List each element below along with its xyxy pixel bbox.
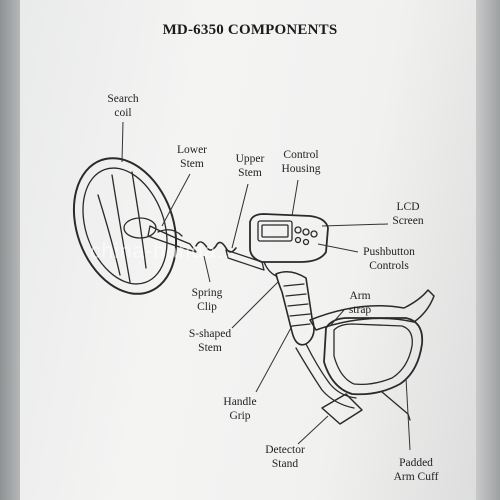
control-housing [249, 213, 329, 263]
leader-control-housing [291, 179, 299, 217]
leader-arm-strap [329, 309, 345, 327]
leader-spring-clip [203, 255, 211, 283]
label-spring-clip: Spring Clip [191, 287, 223, 313]
label-lower-stem: Lower Stem [176, 144, 207, 170]
leader-lcd-screen [321, 223, 389, 227]
arm-cuff [323, 317, 424, 396]
leader-upper-stem [231, 183, 249, 249]
search-coil-outer [72, 157, 178, 295]
leader-search-coil [121, 121, 124, 163]
lcd-screen [257, 220, 293, 242]
label-handle-grip: Handle Grip [223, 396, 257, 422]
label-padded-arm-cuff: Padded Arm Cuff [393, 457, 439, 483]
leader-handle-grip [255, 325, 293, 393]
label-s-shaped-stem: S-shaped Stem [188, 328, 232, 354]
leader-padded-arm-cuff [405, 377, 411, 451]
leader-pushbutton [317, 243, 359, 253]
label-search-coil: Search coil [107, 93, 139, 119]
page-shadow-right [476, 0, 500, 500]
search-coil-spokes [97, 171, 147, 283]
label-upper-stem: Upper Stem [235, 153, 265, 179]
leader-detector-stand [297, 415, 329, 445]
label-lcd-screen: LCD Screen [392, 201, 424, 227]
upper-stem [225, 249, 265, 271]
label-detector-stand: Detector Stand [265, 444, 305, 470]
label-control-housing: Control Housing [281, 149, 321, 175]
paper-sheet [20, 0, 478, 500]
diagram-title: MD-6350 COMPONENTS [162, 22, 338, 38]
pushbutton [294, 226, 302, 234]
label-pushbutton-controls: Pushbutton Controls [363, 246, 415, 272]
leader-lower-stem [161, 173, 191, 227]
coil-mount [123, 217, 157, 239]
lower-stem [147, 225, 197, 253]
arm-strap [309, 289, 435, 331]
detector-stand [321, 393, 363, 425]
search-coil-inner [82, 167, 168, 285]
page-shadow-left [0, 0, 22, 500]
watermark: china-handa... [90, 240, 238, 263]
leader-s-stem [231, 281, 279, 329]
handle-grip [275, 270, 315, 346]
s-stem [305, 343, 357, 399]
label-arm-strap: Arm strap [348, 290, 372, 316]
